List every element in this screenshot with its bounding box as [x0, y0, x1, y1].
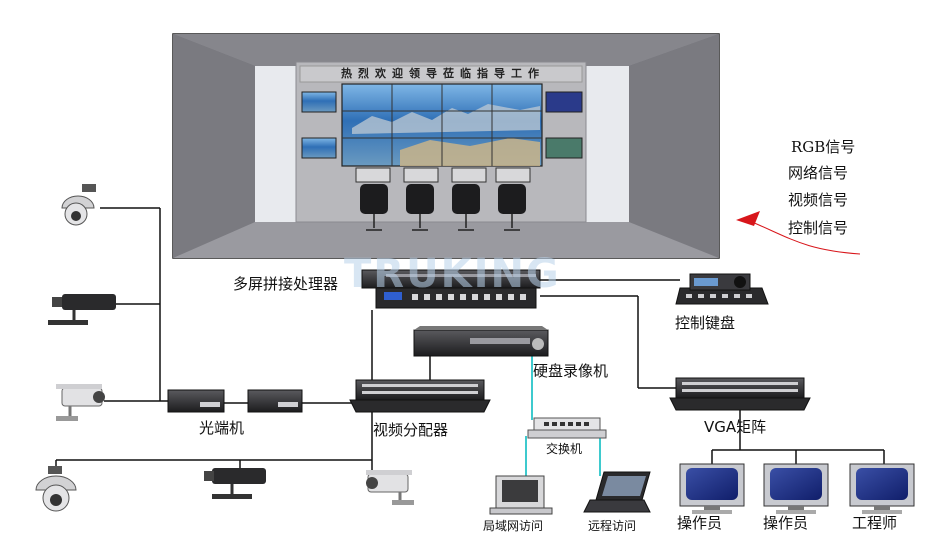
- lan-computer-icon: [489, 475, 553, 515]
- legend-network: 网络信号: [788, 164, 849, 182]
- label-operator-2: 操作员: [763, 514, 809, 532]
- welcome-banner: 热烈欢迎领导莅临指导工作: [341, 67, 545, 80]
- label-vga: VGA矩阵: [704, 418, 767, 436]
- label-switch: 交换机: [546, 442, 583, 456]
- dome-camera-icon: [61, 184, 96, 226]
- legend-rgb: RGB信号: [791, 138, 856, 156]
- label-remote: 远程访问: [588, 519, 637, 533]
- laptop-icon: [583, 471, 651, 513]
- bullet-camera-bottom-icon: [366, 470, 414, 505]
- label-processor: 多屏拼接处理器: [233, 275, 339, 293]
- network-switch: [527, 417, 607, 439]
- vga-matrix: [669, 377, 811, 411]
- label-fiber: 光端机: [199, 419, 245, 437]
- operator-monitor-2-icon: [763, 463, 829, 514]
- multi-screen-processor: [361, 269, 541, 309]
- engineer-monitor-icon: [849, 463, 915, 514]
- box-camera-bottom-icon: [204, 468, 266, 499]
- hard-disk-recorder: [413, 326, 549, 357]
- dome-camera-bottom-icon: [35, 466, 77, 512]
- network-lines: [525, 356, 601, 476]
- watermark-logo: TRUKING: [344, 251, 561, 297]
- box-camera-icon: [48, 294, 116, 325]
- fiber-transceiver-right: [247, 389, 303, 413]
- legend-control: 控制信号: [788, 219, 849, 237]
- label-keyboard: 控制键盘: [675, 314, 736, 332]
- video-lines: [55, 207, 885, 470]
- label-engineer: 工程师: [852, 514, 898, 532]
- control-keyboard: [675, 273, 769, 305]
- bullet-camera-icon: [56, 384, 105, 421]
- label-dvr: 硬盘录像机: [533, 362, 609, 380]
- legend-video: 视频信号: [788, 191, 849, 209]
- operator-monitor-1-icon: [679, 463, 745, 514]
- label-splitter: 视频分配器: [373, 421, 449, 439]
- video-distributor: [349, 379, 491, 413]
- label-operator-1: 操作员: [677, 514, 723, 532]
- label-lan: 局域网访问: [483, 519, 544, 533]
- fiber-transceiver-left: [167, 389, 225, 413]
- operator-desks: [355, 167, 531, 231]
- legend-arrow-icon: [736, 211, 760, 226]
- control-room: [172, 33, 720, 259]
